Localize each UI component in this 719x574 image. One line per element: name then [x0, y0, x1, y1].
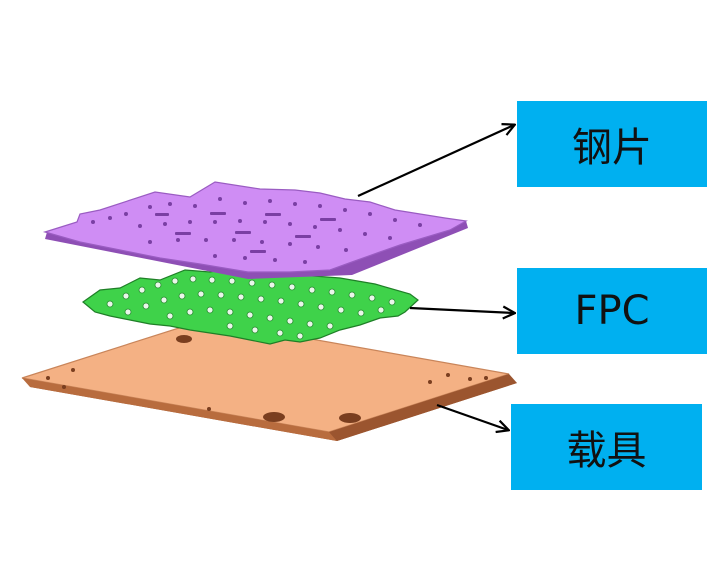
- fpc-arrow: [409, 308, 514, 313]
- stencil-arrow: [357, 125, 514, 198]
- carrier-label: 载具: [566, 428, 647, 474]
- fpc-pads: [106, 275, 396, 340]
- stencil-layer: [42, 181, 468, 279]
- fpc-label: FPC: [574, 288, 650, 334]
- fpc-layer: [82, 267, 419, 345]
- stencil-label: 钢片: [572, 125, 652, 171]
- carrier-label-box: 载具: [511, 404, 702, 490]
- carrier-holes: [46, 335, 488, 423]
- stencil-apertures: [91, 197, 422, 264]
- arrows: [357, 125, 514, 430]
- carrier-layer: [21, 319, 517, 441]
- fpc-label-box: FPC: [517, 268, 707, 354]
- stencil-label-box: 钢片: [517, 101, 707, 187]
- carrier-arrow: [436, 403, 508, 430]
